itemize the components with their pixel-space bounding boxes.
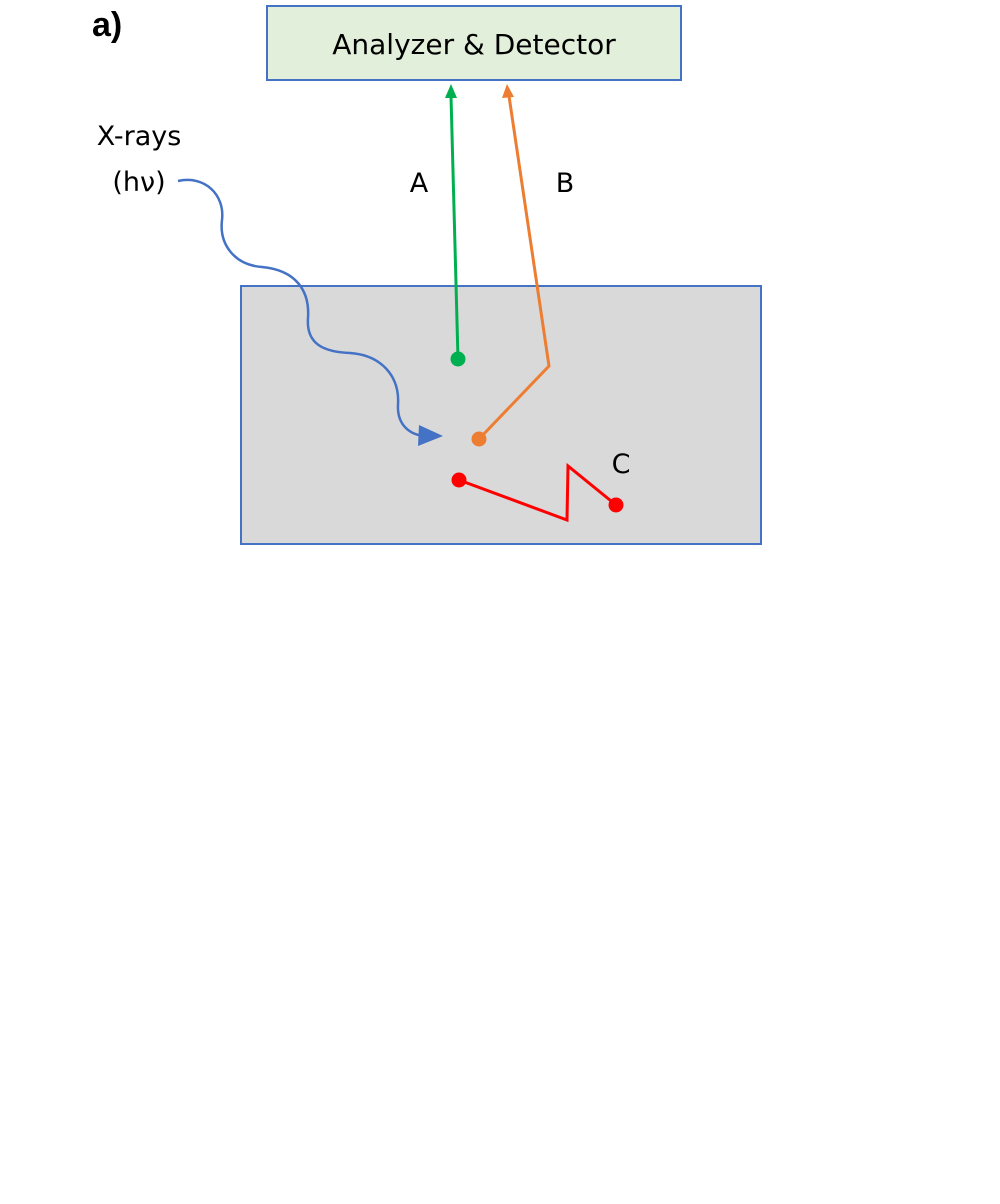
xray-arrowhead-icon — [418, 425, 443, 446]
path-c — [451, 462, 624, 523]
path-b-arrowhead-icon — [502, 84, 514, 98]
detector-rect — [266, 5, 682, 81]
xrays-label: X-rays — [97, 121, 182, 152]
path-a-origin-dot — [450, 351, 466, 367]
path-c-end-dot — [608, 497, 624, 513]
xray-wave — [177, 178, 426, 438]
path-c-start-dot — [451, 472, 467, 488]
path-c-line — [458, 462, 617, 523]
path-b-label: B — [556, 168, 575, 199]
detector-box: Analyzer & Detector — [266, 5, 682, 81]
path-a — [445, 84, 466, 367]
photon-energy-label: (hν) — [112, 167, 165, 198]
path-b-origin-dot — [471, 431, 487, 447]
path-a-arrowhead-icon — [445, 84, 457, 98]
xray-arrow — [177, 178, 443, 446]
path-b — [471, 84, 551, 447]
path-b-line — [477, 95, 551, 441]
path-c-label: C — [612, 449, 631, 480]
panel-label: a) — [92, 6, 122, 44]
path-a-label: A — [410, 168, 429, 199]
detector-label: Analyzer & Detector — [332, 28, 616, 61]
path-a-line — [449, 95, 460, 360]
